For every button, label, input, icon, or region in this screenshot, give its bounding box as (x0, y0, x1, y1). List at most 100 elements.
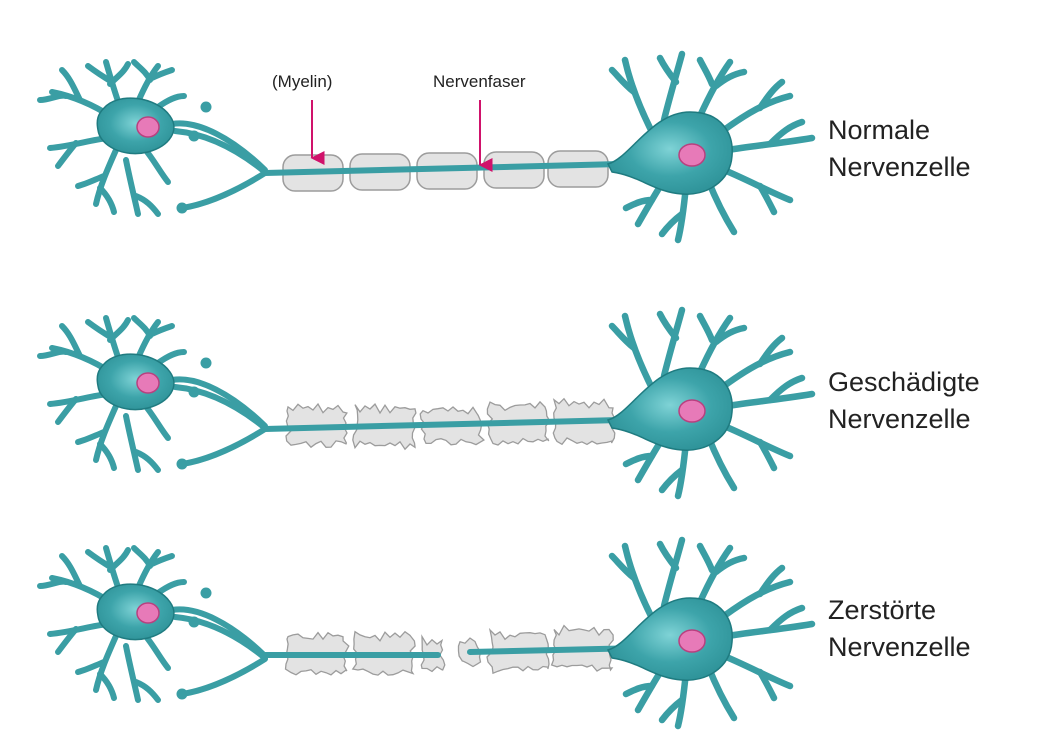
dendrite (608, 322, 638, 352)
label-normal-line2: Nervenzelle (828, 152, 971, 182)
dendrite (658, 210, 686, 238)
dendrite (133, 193, 161, 217)
dendrite (720, 348, 794, 390)
dendrite (724, 134, 816, 154)
dendrite (622, 196, 656, 212)
dendrite (141, 145, 171, 185)
dendrite (131, 59, 153, 83)
dendrite (97, 441, 117, 471)
synaptic-terminal (200, 357, 212, 369)
dendrite (656, 54, 680, 86)
fiber-callout-label: Nervenfaser (433, 72, 526, 91)
nerve-fiber (262, 417, 623, 432)
dendrite (696, 542, 716, 574)
dendrite (37, 348, 69, 359)
cell-nucleus-icon (136, 116, 160, 138)
nerve-fiber-segment (262, 161, 623, 176)
row-destroyed (37, 536, 816, 730)
dendrite (149, 553, 175, 567)
dendrite (656, 310, 680, 342)
dendrite (766, 374, 806, 404)
synaptic-terminal (176, 688, 188, 700)
nerve-fiber (262, 161, 623, 176)
dendrite (55, 140, 79, 169)
cell-nucleus-icon (678, 629, 706, 653)
label-damaged-line1: Geschädigte (828, 367, 980, 397)
dendrite (712, 68, 748, 90)
dendrite (59, 553, 83, 589)
dendrite (724, 390, 816, 410)
dendrite (756, 78, 786, 112)
dendrite (123, 157, 141, 217)
dendrite (131, 315, 153, 339)
dendrite (141, 401, 171, 441)
neuron-cell-icon (37, 59, 268, 217)
myelin-callout-label: (Myelin) (272, 72, 333, 91)
dendrite (59, 67, 83, 103)
row-damaged (37, 306, 816, 500)
axon-terminal-branch (179, 656, 268, 697)
dendrite (696, 312, 716, 344)
dendrite (55, 396, 79, 425)
dendrite (55, 626, 79, 655)
cell-body (96, 353, 175, 411)
synaptic-terminal (188, 386, 200, 398)
dendrite (155, 579, 187, 596)
dendrite (724, 620, 816, 640)
dendrite (131, 545, 153, 569)
dendrite (149, 323, 175, 337)
cell-nucleus-icon (678, 143, 706, 167)
dendrite (658, 466, 686, 494)
synaptic-terminal (176, 458, 188, 470)
neuron-cell-icon (606, 536, 816, 730)
synaptic-terminal (188, 616, 200, 628)
dendrite (720, 92, 794, 134)
neuron-cell-icon (37, 315, 268, 473)
axon-terminal-branch (179, 426, 268, 467)
cell-body (96, 583, 175, 641)
neuron-cell-icon (606, 50, 816, 244)
nerve-fiber-segment (262, 417, 623, 432)
label-damaged-line2: Nervenzelle (828, 404, 971, 434)
axon-terminal-branch (179, 170, 268, 211)
dendrite (720, 578, 794, 620)
dendrite (660, 536, 686, 610)
dendrite (658, 696, 686, 724)
dendrite (75, 173, 107, 189)
cell-body (606, 111, 733, 195)
dendrite (141, 631, 171, 671)
cell-body (606, 597, 733, 681)
dendrite (622, 452, 656, 468)
dendrite (155, 93, 187, 110)
axon-terminal-branch (172, 384, 268, 431)
axon-terminal-branch (172, 128, 268, 175)
dendrite (123, 643, 141, 703)
synaptic-terminal (200, 101, 212, 113)
dendrite (712, 324, 748, 346)
dendrite (696, 56, 716, 88)
dendrite (37, 578, 69, 589)
dendrite (59, 323, 83, 359)
dendrite (155, 349, 187, 366)
neuron-cell-icon (37, 545, 268, 703)
dendrite (133, 449, 161, 473)
dendrite (660, 306, 686, 380)
cell-nucleus-icon (678, 399, 706, 423)
dendrite (97, 185, 117, 215)
dendrite (766, 118, 806, 148)
label-destroyed-line2: Nervenzelle (828, 632, 971, 662)
dendrite (656, 540, 680, 572)
synaptic-terminal (200, 587, 212, 599)
dendrite (608, 66, 638, 96)
dendrite (756, 668, 778, 702)
label-normal-line1: Normale (828, 115, 931, 145)
dendrite (660, 50, 686, 124)
dendrite (107, 61, 131, 87)
cell-body (606, 367, 733, 451)
dendrite (756, 334, 786, 368)
neuron-cell-icon (606, 306, 816, 500)
label-destroyed: Zerstörte Nervenzelle (828, 592, 1038, 666)
dendrite (756, 438, 778, 472)
axon-terminal-branch (172, 614, 268, 661)
